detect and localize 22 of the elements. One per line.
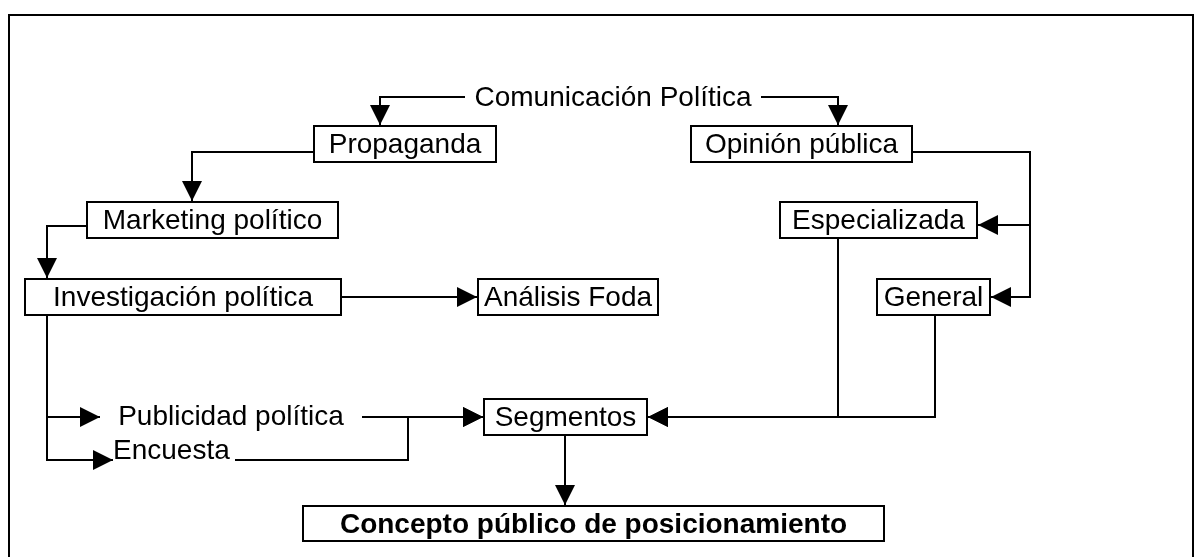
process-box: General xyxy=(876,278,991,316)
arrow xyxy=(234,407,484,461)
flow-label: Encuesta xyxy=(113,434,235,466)
process-box: Marketing político xyxy=(86,201,339,239)
arrow xyxy=(370,96,466,126)
arrow xyxy=(760,96,848,126)
arrow xyxy=(182,151,314,202)
flow-label: Publicidad política xyxy=(100,400,362,432)
process-box: Segmentos xyxy=(483,398,648,436)
process-box: Investigación política xyxy=(24,278,342,316)
arrow xyxy=(647,315,936,427)
arrow xyxy=(46,315,114,470)
arrow xyxy=(341,287,478,307)
process-box: Análisis Foda xyxy=(477,278,659,316)
arrow xyxy=(555,435,575,506)
process-box: Concepto público de posicionamiento xyxy=(302,505,885,542)
flow-label: Comunicación Política xyxy=(465,80,761,114)
process-box: Opinión pública xyxy=(690,125,913,163)
process-box: Especializada xyxy=(779,201,978,239)
process-box: Propaganda xyxy=(313,125,497,163)
arrow xyxy=(912,151,1031,307)
arrow xyxy=(37,225,87,279)
